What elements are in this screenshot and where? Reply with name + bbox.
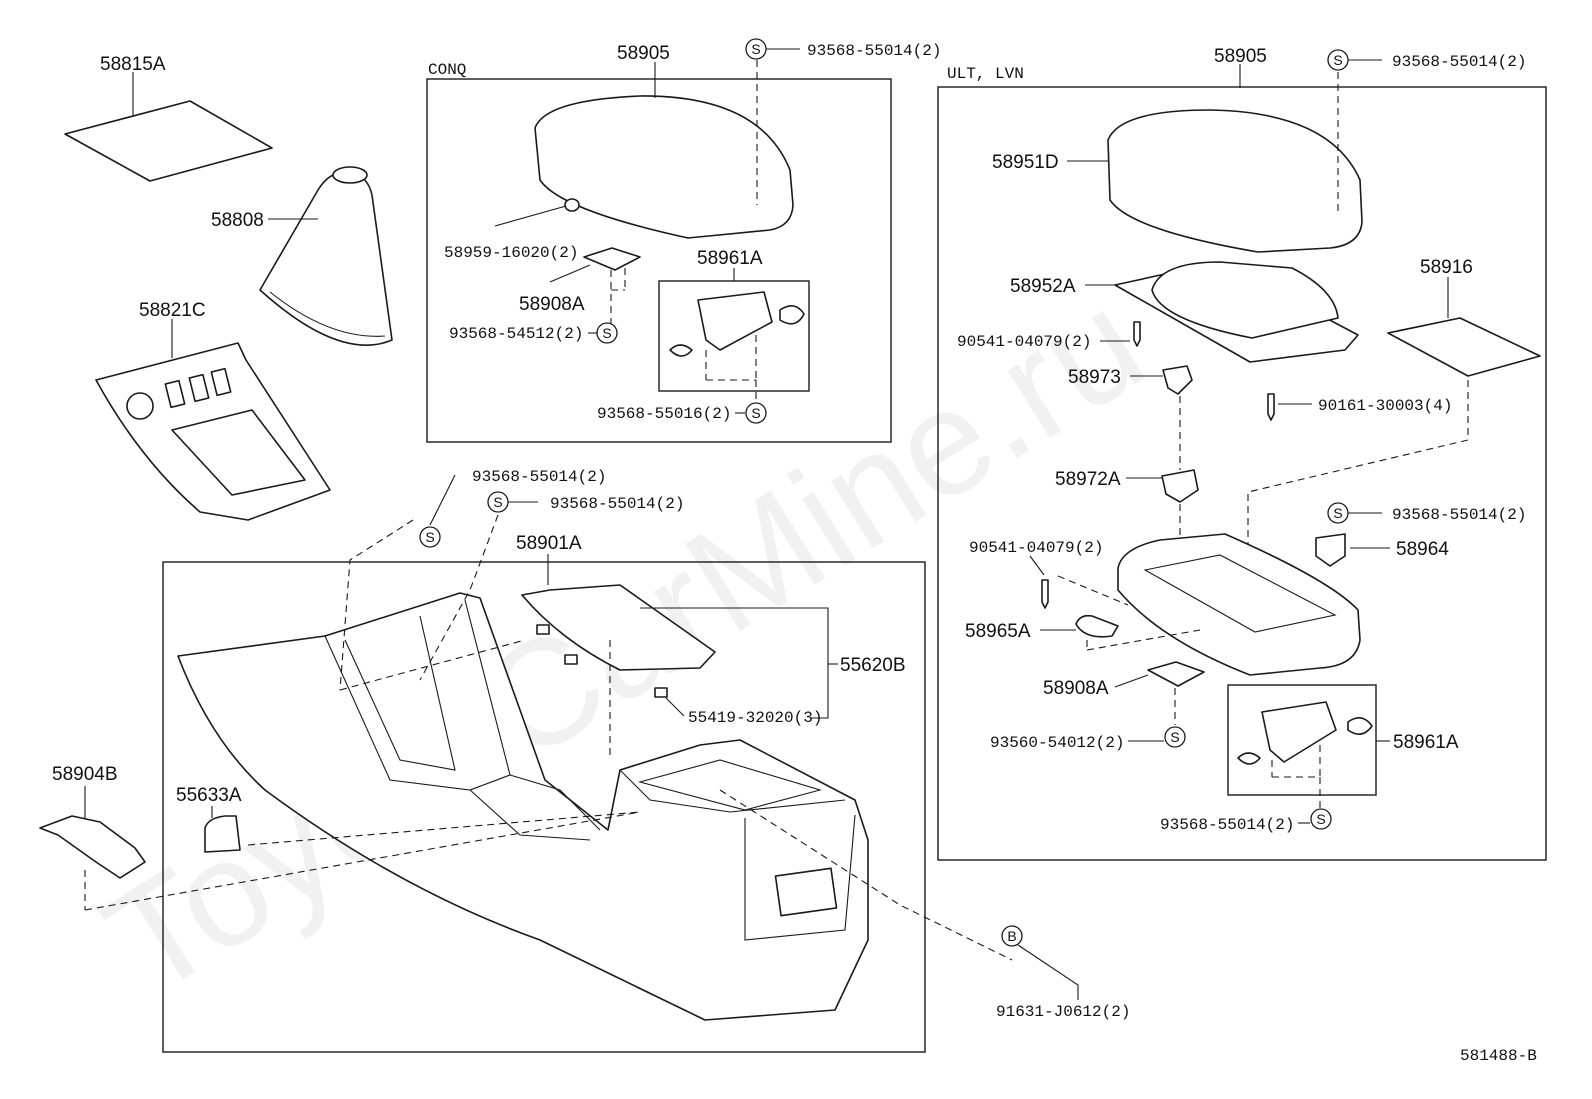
label-90541-04079-a: 90541-04079(2)	[957, 333, 1091, 351]
hinge-58908a-conq	[583, 247, 641, 271]
console-body-58901a	[177, 592, 869, 1021]
label-58908a-conq: 58908A	[519, 294, 585, 315]
label-58961a-ult: 58961A	[1393, 732, 1459, 753]
label-58815a: 58815A	[100, 54, 166, 75]
label-90541-04079-b: 90541-04079(2)	[969, 539, 1103, 557]
label-58965a: 58965A	[965, 621, 1031, 642]
svg-text:S: S	[1316, 811, 1325, 827]
svg-text:S: S	[602, 325, 611, 341]
armrest-58951d	[1107, 109, 1363, 253]
label-93568-55014-ult-bot: 93568-55014(2)	[1160, 816, 1294, 834]
screw-symbol-conq-bottom: S	[745, 402, 767, 424]
svg-text:S: S	[751, 41, 760, 57]
label-91631-j0612: 91631-J0612(2)	[996, 1003, 1130, 1021]
label-58959-16020: 58959-16020(2)	[444, 244, 578, 262]
screw-90161	[1267, 393, 1275, 421]
label-58961a-conq: 58961A	[697, 248, 763, 269]
screw-symbol-conq-hinge: S	[596, 322, 618, 344]
pad-58916	[1387, 317, 1541, 377]
bezel-socket	[126, 392, 154, 420]
label-58904b: 58904B	[52, 764, 118, 785]
lid-55620b	[521, 584, 716, 671]
label-93568-55014-ult-mid: 93568-55014(2)	[1392, 506, 1526, 524]
label-93568-55014-mid2: 93568-55014(2)	[550, 495, 684, 513]
screw-symbol-ult-bottom: S	[1310, 808, 1332, 830]
label-58952a: 58952A	[1010, 276, 1076, 297]
pad-58815a	[64, 100, 273, 182]
hinge-assembly-58961a-ult	[1261, 701, 1337, 763]
ult-hinge-subbox	[1227, 684, 1377, 796]
ult-lvn-section-box	[937, 86, 1547, 861]
label-58973: 58973	[1068, 367, 1121, 388]
console-section-box	[162, 561, 926, 1053]
svg-text:S: S	[1333, 505, 1342, 521]
label-93568-55016: 93568-55016(2)	[597, 405, 731, 423]
label-58905-conq: 58905	[617, 43, 670, 64]
cover-58904b	[39, 815, 146, 879]
label-55620b: 55620B	[840, 655, 906, 676]
hinge-assembly-58961a-conq	[697, 291, 773, 351]
console-pocket	[774, 867, 838, 917]
screw-90541-b	[1041, 579, 1049, 609]
bezel-opening	[171, 409, 306, 496]
label-58964: 58964	[1396, 539, 1449, 560]
svg-text:S: S	[1333, 52, 1342, 68]
armrest-58905-conq	[534, 95, 794, 239]
label-93560-54012: 93560-54012(2)	[990, 734, 1124, 752]
screw-symbol-ult-top: S	[1327, 49, 1349, 71]
clip-58973	[1162, 365, 1193, 395]
section-label-ult-lvn: ULT, LVN	[947, 65, 1024, 83]
drawing-code: 581488-B	[1460, 1047, 1537, 1065]
plug-55633a	[204, 815, 241, 853]
catch-58972a	[1161, 469, 1199, 503]
label-58905-ult: 58905	[1214, 46, 1267, 67]
svg-text:S: S	[425, 529, 434, 545]
bracket-58964	[1315, 533, 1346, 567]
label-93568-55014-conq-top: 93568-55014(2)	[807, 42, 941, 60]
svg-text:S: S	[493, 494, 502, 510]
label-58916: 58916	[1420, 257, 1473, 278]
shift-boot-top	[332, 166, 368, 184]
label-58821c: 58821C	[139, 300, 206, 321]
label-58808: 58808	[211, 210, 264, 231]
screw-symbol-ult-hinge: S	[1164, 726, 1186, 748]
conq-section-box	[426, 78, 892, 443]
label-58901a: 58901A	[516, 533, 582, 554]
console-box	[1117, 533, 1361, 676]
shift-boot-58808	[259, 171, 393, 346]
screw-90541-a	[1133, 321, 1141, 347]
section-label-conq: CONQ	[428, 61, 466, 79]
pad-55419	[654, 687, 668, 698]
stopper-58959	[564, 198, 580, 212]
label-58951d: 58951D	[992, 152, 1059, 173]
label-55633a: 55633A	[176, 785, 242, 806]
svg-text:S: S	[1170, 729, 1179, 745]
svg-text:S: S	[751, 405, 760, 421]
label-90161-30003: 90161-30003(4)	[1318, 397, 1452, 415]
svg-text:B: B	[1007, 928, 1016, 944]
screw-symbol-conq-top: S	[745, 38, 767, 60]
screw-symbol-ult-mid: S	[1327, 502, 1349, 524]
label-58908a-ult: 58908A	[1043, 678, 1109, 699]
label-93568-55014-ult-top: 93568-55014(2)	[1392, 53, 1526, 71]
label-55419-32020: 55419-32020(3)	[688, 709, 822, 727]
screw-symbol-console-1: S	[419, 526, 441, 548]
bracket-58965a	[1075, 614, 1119, 638]
label-93568-54512: 93568-54512(2)	[449, 325, 583, 343]
label-58972a: 58972A	[1055, 469, 1121, 490]
hinge-58908a-ult	[1147, 661, 1205, 687]
screw-symbol-console-2: S	[487, 491, 509, 513]
bolt-symbol-b: B	[1001, 925, 1023, 947]
label-93568-55014-mid1: 93568-55014(2)	[472, 468, 606, 486]
